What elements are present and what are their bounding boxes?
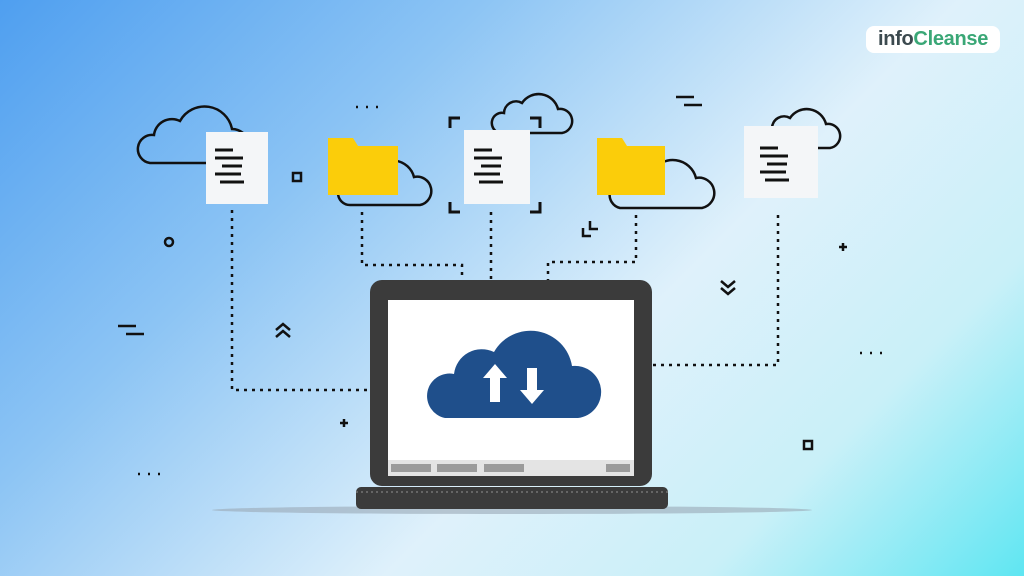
logo-text-cleanse: Cleanse: [913, 28, 989, 50]
document-icon: [206, 132, 268, 204]
connector-line: [597, 215, 780, 367]
document-icon: [448, 116, 542, 214]
folder-icon: [328, 138, 398, 195]
document-icon: [744, 126, 818, 198]
cloud-upload-download-icon: [427, 330, 602, 418]
folder-icon: [597, 138, 665, 195]
connector-line: [360, 212, 464, 355]
logo-text-info: info: [877, 28, 914, 50]
cloud-outline-icon: [490, 92, 574, 135]
infocleanse-logo: infoCleanse: [866, 26, 1000, 53]
